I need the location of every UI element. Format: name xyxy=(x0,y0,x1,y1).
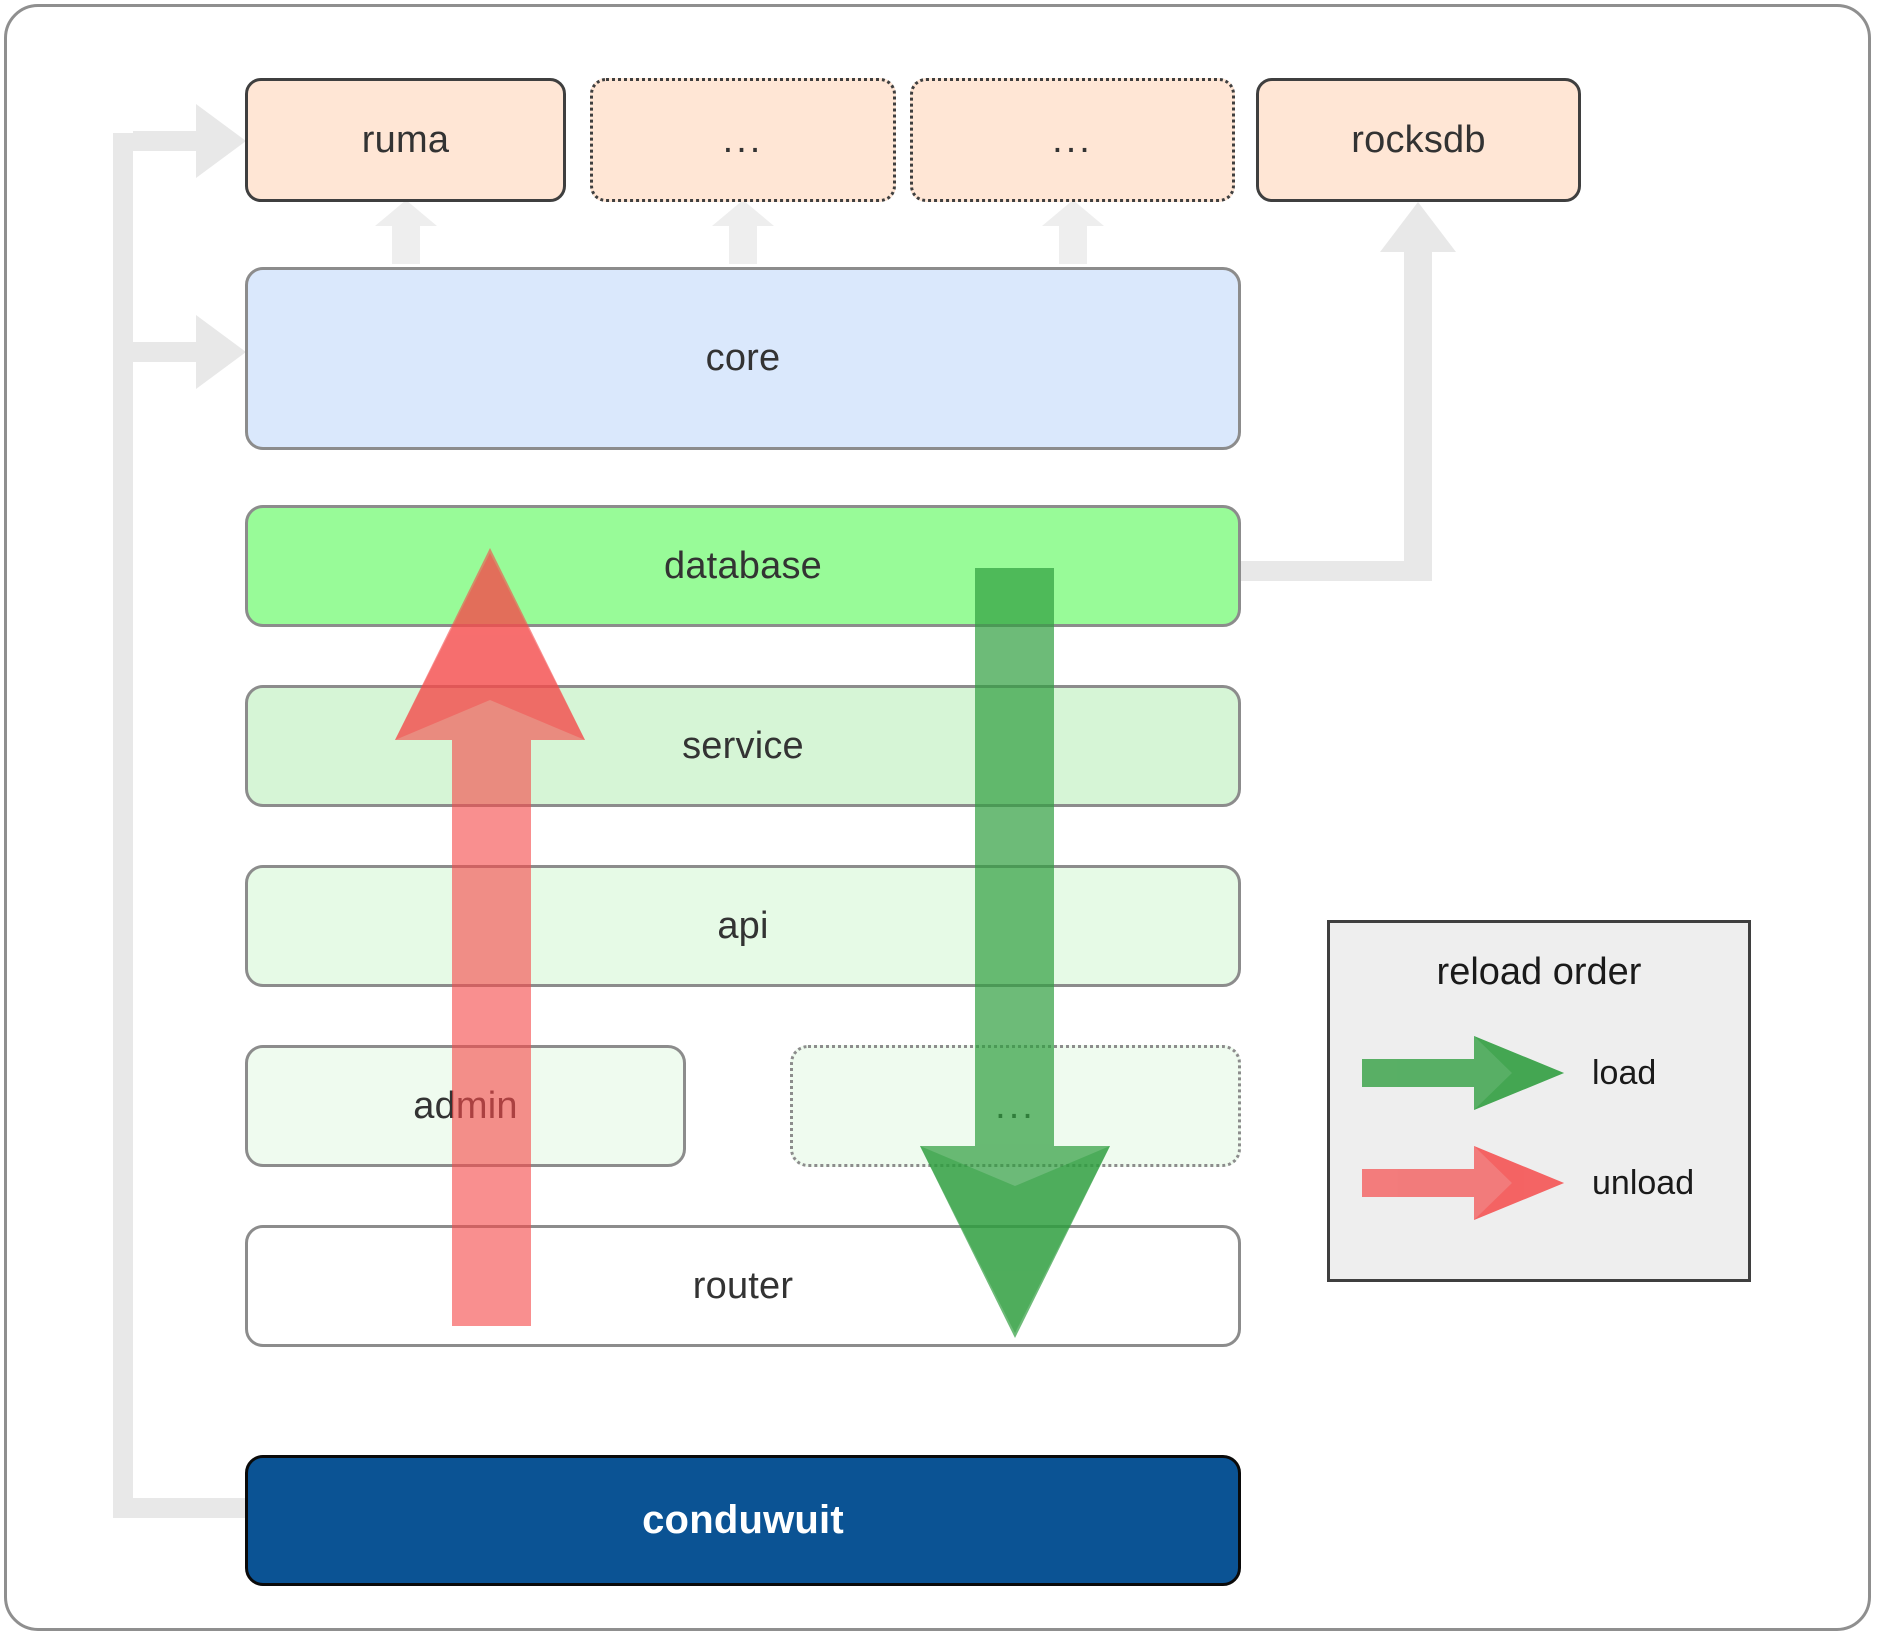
legend-label: unload xyxy=(1592,1163,1695,1202)
layer-box-service[interactable]: service xyxy=(245,685,1241,807)
dependency-label: ruma xyxy=(361,118,450,161)
dependency-box-placeholder-2[interactable]: ... xyxy=(910,78,1235,202)
dependency-box-rocksdb[interactable]: rocksdb xyxy=(1256,78,1581,202)
layer-box-router[interactable]: router xyxy=(245,1225,1241,1347)
legend-title: reload order xyxy=(1436,951,1642,993)
legend-item-load: load xyxy=(1330,1033,1748,1113)
dependency-label: ... xyxy=(1052,118,1093,161)
dependency-label: rocksdb xyxy=(1351,118,1486,161)
layer-label: core xyxy=(705,337,781,379)
layer-label: ... xyxy=(995,1084,1036,1127)
legend-item-unload: unload xyxy=(1330,1143,1748,1223)
layer-label: database xyxy=(664,544,822,587)
layer-label: admin xyxy=(413,1084,518,1127)
diagram-outer-frame xyxy=(4,4,1871,1631)
legend-label: load xyxy=(1592,1053,1657,1092)
layer-label: service xyxy=(682,724,804,767)
dependency-box-ruma[interactable]: ruma xyxy=(245,78,566,202)
load-arrow-icon xyxy=(1362,1036,1564,1110)
app-label: conduwuit xyxy=(642,1498,844,1542)
layer-box-database[interactable]: database xyxy=(245,505,1241,627)
layer-label: api xyxy=(717,904,769,947)
legend-reload-order: reload order load xyxy=(1327,920,1751,1282)
dependency-label: ... xyxy=(722,118,764,161)
dependency-box-placeholder-1[interactable]: ... xyxy=(590,78,896,202)
layer-box-placeholder[interactable]: ... xyxy=(790,1045,1241,1167)
layer-box-api[interactable]: api xyxy=(245,865,1241,987)
layer-box-core[interactable]: core xyxy=(245,267,1241,450)
app-box-conduwuit[interactable]: conduwuit xyxy=(245,1455,1241,1586)
layer-label: router xyxy=(692,1264,794,1307)
unload-arrow-icon xyxy=(1362,1146,1564,1220)
layer-box-admin[interactable]: admin xyxy=(245,1045,686,1167)
